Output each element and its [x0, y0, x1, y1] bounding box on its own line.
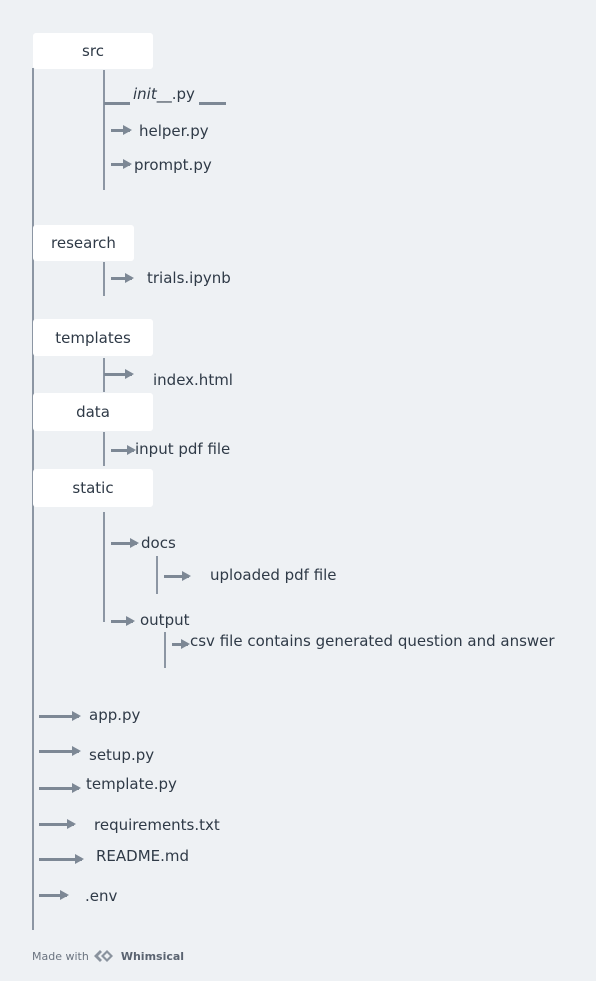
- arrow-helper: [111, 125, 132, 135]
- arrow-uploaded: [164, 571, 191, 581]
- folder-data-label: data: [76, 403, 110, 421]
- arrow-requirements: [39, 819, 76, 829]
- init-underscore-right: [199, 102, 226, 105]
- folder-output[interactable]: output: [140, 611, 190, 629]
- folder-src-label: src: [82, 42, 104, 60]
- static-branch-line: [103, 512, 105, 622]
- arrow-app: [39, 711, 81, 721]
- footer-prefix: Made with: [32, 949, 89, 963]
- arrow-trials: [111, 273, 134, 283]
- file-setup-py[interactable]: setup.py: [89, 746, 155, 764]
- folder-templates[interactable]: templates: [33, 319, 153, 356]
- file-init-name: init: [133, 85, 157, 103]
- file-requirements-txt[interactable]: requirements.txt: [94, 816, 220, 834]
- file-index-html[interactable]: index.html: [153, 371, 233, 389]
- folder-docs[interactable]: docs: [141, 534, 176, 552]
- folder-research-label: research: [51, 234, 116, 252]
- folder-static-label: static: [72, 479, 114, 497]
- folder-static[interactable]: static: [33, 469, 153, 507]
- folder-src[interactable]: src: [33, 33, 153, 69]
- arrow-env: [39, 890, 69, 900]
- data-branch-line: [103, 432, 105, 466]
- arrow-input: [111, 445, 136, 455]
- folder-data[interactable]: data: [33, 393, 153, 431]
- arrow-setup: [39, 746, 81, 756]
- docs-branch-line: [156, 556, 158, 594]
- arrow-csv: [172, 639, 190, 649]
- file-trials-ipynb[interactable]: trials.ipynb: [147, 269, 231, 287]
- arrow-index: [104, 369, 134, 379]
- init-underscore-left: [104, 102, 130, 105]
- file-input-pdf[interactable]: input pdf file: [135, 440, 231, 458]
- arrow-output: [111, 616, 135, 626]
- file-init-suffix: __.py: [156, 85, 195, 103]
- arrow-docs: [111, 538, 139, 548]
- research-branch-line: [103, 262, 105, 296]
- file-readme-md[interactable]: README.md: [96, 847, 190, 865]
- file-init-py[interactable]: init__.py: [133, 85, 195, 103]
- file-prompt-py[interactable]: prompt.py: [134, 156, 212, 174]
- file-app-py[interactable]: app.py: [89, 706, 141, 724]
- footer-brand: Whimsical: [120, 949, 185, 963]
- file-template-py[interactable]: template.py: [86, 775, 177, 793]
- file-env[interactable]: .env: [85, 887, 118, 905]
- file-uploaded-pdf[interactable]: uploaded pdf file: [210, 566, 337, 584]
- arrow-readme: [39, 854, 84, 864]
- file-helper-py[interactable]: helper.py: [139, 122, 209, 140]
- arrow-prompt: [111, 159, 132, 169]
- folder-research[interactable]: research: [33, 225, 134, 261]
- footer[interactable]: Made with Whimsical: [32, 949, 184, 963]
- output-branch-line: [164, 632, 166, 668]
- whimsical-logo-icon: [93, 949, 116, 963]
- arrow-template: [39, 783, 81, 793]
- file-csv[interactable]: csv file contains generated question and…: [190, 632, 555, 650]
- folder-templates-label: templates: [55, 328, 131, 347]
- src-branch-line: [103, 70, 105, 190]
